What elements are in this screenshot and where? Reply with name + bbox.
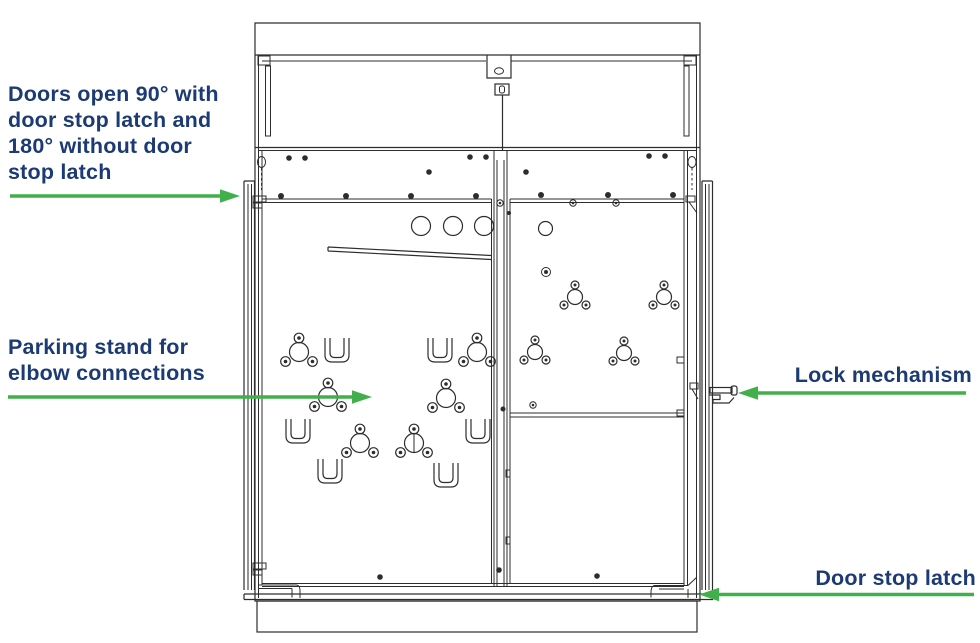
label-door-stop-latch: Door stop latch xyxy=(815,566,976,590)
base-plinth xyxy=(243,593,714,633)
door-stop-latch-right-drawing xyxy=(650,576,698,598)
cable-bracket-symbol xyxy=(324,337,350,363)
cable-bracket-symbol xyxy=(433,462,459,488)
screw-dots xyxy=(278,153,676,580)
label-parking-stand: Parking stand for elbow connections xyxy=(8,335,205,385)
top-center-bracket xyxy=(486,55,512,150)
parking-stand-symbol xyxy=(427,378,465,413)
label-doors-open: Doors open 90° with door stop latch and … xyxy=(8,82,219,184)
door-stop-latch-left-drawing xyxy=(258,584,301,598)
parking-stand-symbol xyxy=(341,423,379,458)
left-compartment xyxy=(327,215,495,261)
parking-stands-left xyxy=(280,332,496,488)
cable-bracket-symbol xyxy=(465,418,491,444)
right-door xyxy=(701,180,714,590)
cable-bracket-symbol xyxy=(317,458,343,484)
arrow-door-stop-latch xyxy=(699,587,974,602)
arrow-doors-open xyxy=(10,189,240,203)
label-lock-mechanism: Lock mechanism xyxy=(794,363,972,387)
cable-bracket-symbol xyxy=(427,337,453,363)
center-mullion xyxy=(491,150,511,586)
cabinet-frame xyxy=(252,22,701,602)
parking-stand-symbol xyxy=(458,332,496,367)
parking-stand-symbol xyxy=(280,332,318,367)
arrow-lock-mechanism xyxy=(738,386,966,400)
right-compartment xyxy=(519,220,680,366)
parking-stand-symbol xyxy=(648,280,680,310)
cable-bracket-symbol xyxy=(285,418,311,444)
annotation-arrows xyxy=(8,189,974,602)
left-door xyxy=(243,180,256,590)
parking-stand-symbol xyxy=(309,377,347,412)
arrow-parking-stand xyxy=(8,390,372,404)
lock-mechanism-drawing xyxy=(689,382,738,404)
parking-stand-symbol xyxy=(519,335,551,365)
parking-stand-symbol xyxy=(559,280,591,310)
parking-stand-symbol xyxy=(608,336,640,366)
